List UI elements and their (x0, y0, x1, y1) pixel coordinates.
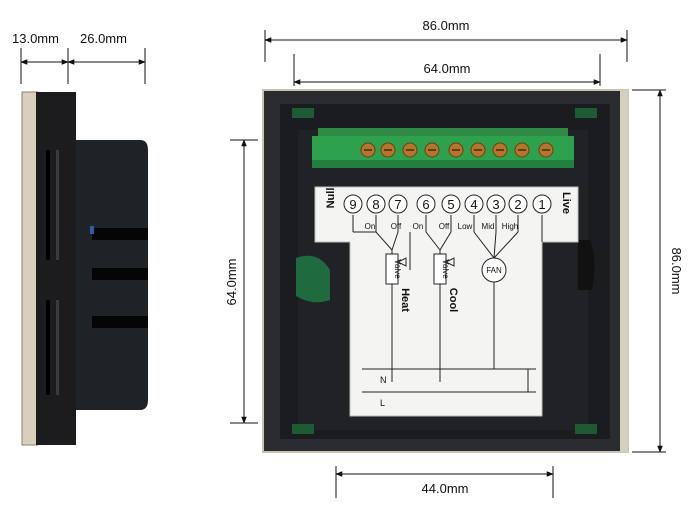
terminal-number-circle (486, 194, 506, 214)
terminal-number-8: 8 (372, 197, 379, 212)
terminal-number-9: 9 (349, 197, 356, 212)
terminal-number-5: 5 (447, 197, 454, 212)
terminal-number-circle (508, 194, 528, 214)
terminal-number-circle (532, 194, 552, 214)
cool-off-label: Off (439, 222, 450, 231)
cool-label: Cool (447, 288, 459, 312)
fan-high-label: High (502, 222, 518, 231)
terminal-number-circle (388, 194, 408, 214)
terminal-screws (360, 142, 554, 158)
fan-low-label: Low (458, 222, 473, 231)
terminal-number-circle (441, 194, 461, 214)
dim-plate-width: 64.0mm (424, 61, 471, 76)
terminal-number-circle (464, 194, 484, 214)
fan-symbol: FAN (481, 257, 507, 283)
terminal-number-7: 7 (394, 197, 401, 212)
neutral-label: N (380, 375, 387, 385)
live-label: Live (560, 192, 572, 214)
dim-plate-height: 64.0mm (224, 259, 239, 306)
back-dimensions (230, 30, 666, 498)
terminal-number-3: 3 (492, 197, 499, 212)
cool-on-label: On (413, 222, 424, 231)
heat-valve-label: Valve (393, 259, 402, 279)
cool-valve-label: Valve (441, 259, 450, 279)
side-view (21, 91, 148, 446)
terminal-number-2: 2 (514, 197, 521, 212)
dim-overall-height: 86.0mm (669, 248, 684, 295)
side-dimensions: 13.0mm 26.0mm (12, 31, 146, 84)
dim-label-width: 44.0mm (422, 481, 469, 496)
cool-valve: Valve Cool (433, 253, 459, 312)
dim-side-front: 13.0mm (12, 31, 59, 46)
dim-overall-width: 86.0mm (423, 18, 470, 33)
null-label: Null (325, 188, 337, 209)
terminal-number-circle (343, 194, 363, 214)
line-label: L (380, 398, 385, 408)
heat-on-label: On (365, 222, 376, 231)
heat-label: Heat (399, 288, 411, 312)
heat-valve: Valve Heat (385, 253, 411, 312)
terminal-number-4: 4 (470, 197, 477, 212)
terminal-number-circle (416, 194, 436, 214)
terminal-number-1: 1 (538, 197, 545, 212)
dim-side-back: 26.0mm (80, 31, 127, 46)
fan-mid-label: Mid (482, 222, 495, 231)
terminal-number-circle (366, 194, 386, 214)
wiring-label (314, 186, 579, 417)
fan-label: FAN (486, 266, 502, 275)
heat-off-label: Off (391, 222, 402, 231)
terminal-number-6: 6 (422, 197, 429, 212)
